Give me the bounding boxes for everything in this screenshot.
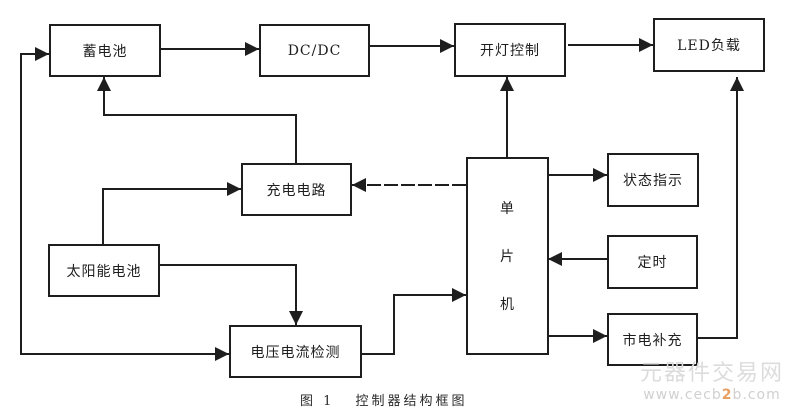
figure-caption: 图 1 控制器结构框图 — [300, 390, 468, 409]
block-mcu-char-3: 机 — [500, 297, 515, 313]
block-solar-panel-label: 太阳能电池 — [66, 263, 142, 280]
block-dcdc: DC/DC — [259, 24, 370, 77]
block-mcu-char-2: 片 — [500, 249, 515, 265]
block-vi-detection-label: 电压电流检测 — [250, 344, 341, 361]
block-led-load: LED负载 — [653, 18, 765, 72]
block-battery-label: 蓄电池 — [82, 43, 128, 60]
watermark-url-highlight: 2 — [721, 387, 733, 403]
block-timer-label: 定时 — [637, 255, 668, 271]
arrow-mains-to-led-load — [697, 77, 744, 339]
block-mains-supplement: 市电补充 — [607, 313, 698, 366]
watermark-site-name: 元器件交易网 — [640, 361, 785, 386]
block-charging-circuit: 充电电路 — [241, 163, 352, 216]
block-solar-panel: 太阳能电池 — [48, 244, 160, 297]
watermark-url-suffix: b.com — [732, 387, 781, 403]
block-mains-supplement-label: 市电补充 — [622, 332, 683, 349]
block-status-indicator: 状态指示 — [607, 153, 699, 207]
arrow-charging-to-battery — [97, 77, 297, 163]
watermark: 元器件交易网 www.cecb2b.com — [640, 355, 784, 403]
block-dcdc-label: DC/DC — [287, 42, 342, 59]
arrow-solar-to-vi-detection — [159, 264, 303, 325]
block-mcu-char-1: 单 — [500, 201, 515, 217]
block-mcu: 单 片 机 — [466, 157, 549, 355]
arrow-battery-vi-loop — [20, 47, 229, 361]
watermark-url: www.cecb2b.com — [640, 387, 784, 403]
arrow-vi-detection-to-mcu — [361, 288, 466, 355]
block-charging-circuit-label: 充电电路 — [266, 182, 327, 199]
block-led-load-label: LED负载 — [677, 38, 741, 54]
arrow-solar-to-charging — [102, 182, 241, 244]
block-timer: 定时 — [607, 235, 698, 289]
block-vi-detection: 电压电流检测 — [229, 325, 362, 378]
block-light-control: 开灯控制 — [454, 23, 566, 77]
block-status-indicator-label: 状态指示 — [623, 173, 683, 189]
figure-title: 控制器结构框图 — [355, 394, 468, 409]
block-light-control-label: 开灯控制 — [480, 43, 540, 59]
watermark-url-prefix: www.cecb — [643, 387, 722, 403]
block-battery: 蓄电池 — [49, 24, 161, 77]
figure-number: 图 1 — [300, 394, 335, 409]
